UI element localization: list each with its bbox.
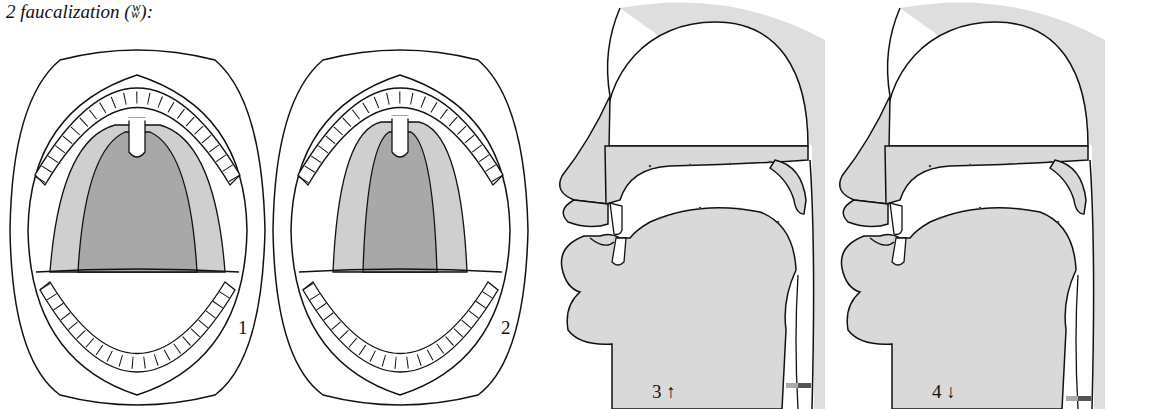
callout-number: 3 ↑ (652, 382, 676, 403)
uvula (129, 118, 145, 157)
uvula (392, 116, 408, 157)
head-section (840, 2, 1105, 409)
sagittal-section (560, 2, 825, 409)
mouth-base (10, 50, 265, 405)
palate-join (388, 116, 412, 119)
head-section (560, 2, 825, 409)
palate-join (125, 118, 149, 121)
larynx-mark (786, 383, 798, 388)
mouth-base (273, 50, 528, 405)
larynx-mark (1066, 396, 1078, 401)
teeth-tongue (35, 88, 240, 372)
callout-number: 1 (238, 318, 248, 339)
teeth-tongue (298, 88, 503, 372)
callout-number: 2 (501, 318, 511, 339)
callout-number: 4 ↓ (932, 382, 956, 403)
sagittal-section (840, 2, 1105, 409)
mouth-view (10, 50, 265, 405)
mouth-view (273, 50, 528, 405)
caption-text: 2 faucalization (ʬ): (6, 2, 153, 23)
larynx-mark (1078, 396, 1091, 401)
larynx-mark (798, 383, 811, 388)
